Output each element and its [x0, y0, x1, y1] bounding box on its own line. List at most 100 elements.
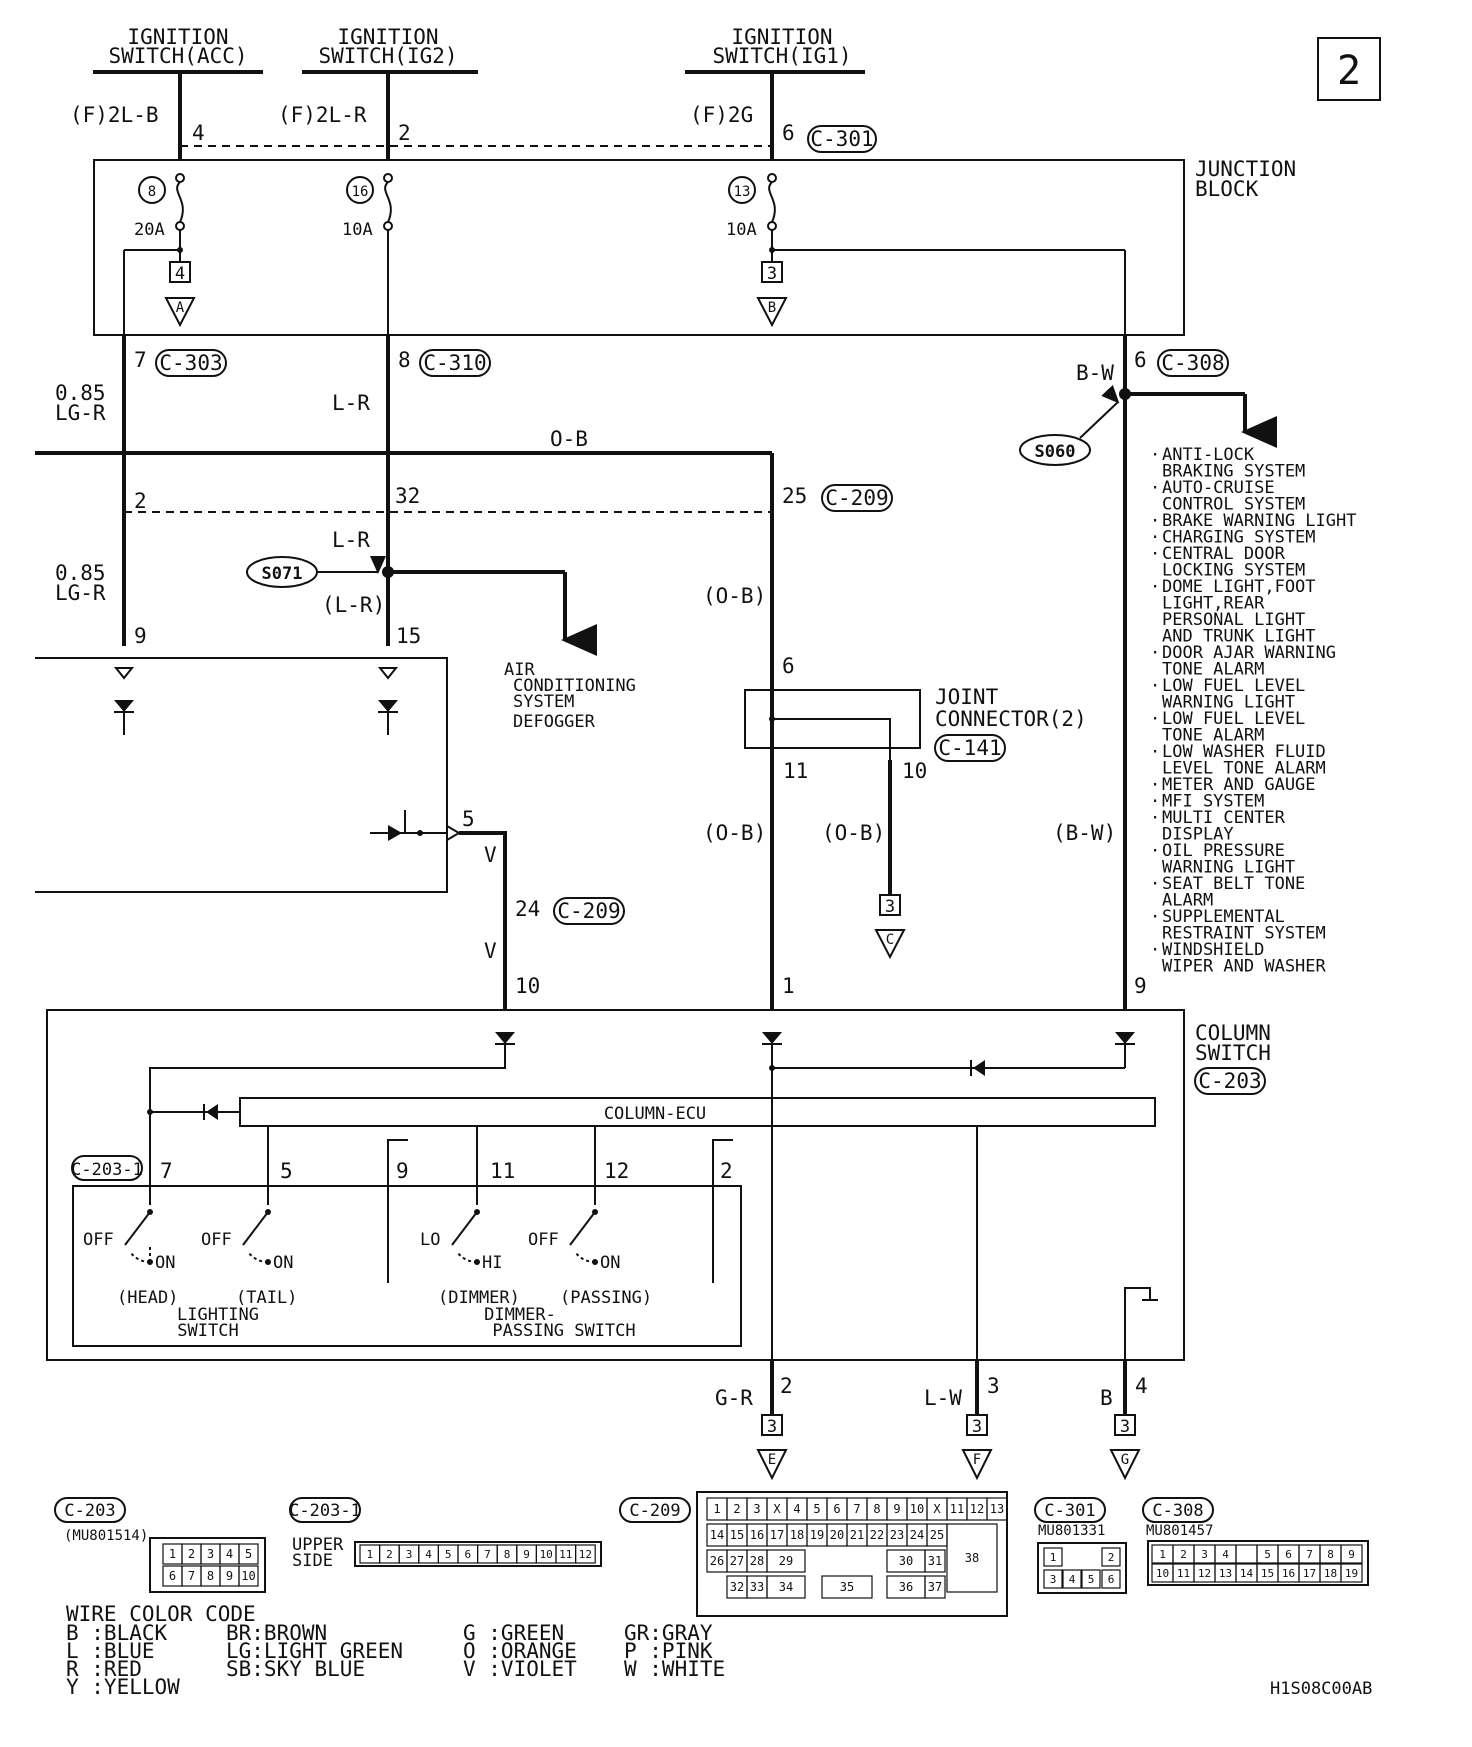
svg-text:W :WHITE: W :WHITE: [624, 1657, 725, 1681]
svg-text:(DIMMER): (DIMMER): [438, 1288, 520, 1308]
system-item: AND TRUNK LIGHT: [1162, 627, 1316, 647]
system-item: TONE ALARM: [1162, 726, 1264, 746]
system-item: WARNING LIGHT: [1162, 693, 1295, 713]
splice-s060: S060: [1019, 384, 1120, 466]
svg-text:E: E: [768, 1452, 776, 1468]
pin-number: 32: [730, 1580, 744, 1594]
svg-text:C-209: C-209: [629, 1501, 680, 1521]
system-item: LOW WASHER FLUID: [1162, 742, 1326, 762]
svg-text:C-203: C-203: [1198, 1069, 1261, 1093]
svg-text:SYSTEM: SYSTEM: [513, 692, 574, 712]
bullet: ·: [1150, 528, 1160, 548]
pin-number: 6: [464, 1548, 471, 1561]
bullet: ·: [1150, 676, 1160, 696]
svg-text:SWITCH: SWITCH: [177, 1321, 238, 1341]
svg-text:15: 15: [396, 624, 421, 648]
pin-number: 4: [226, 1547, 233, 1561]
pin-number: 1: [169, 1547, 176, 1561]
junction-block: JUNCTION BLOCK 8 20A 4 A 16 10A 13 10A: [93, 157, 1296, 336]
pin-number: 13: [990, 1502, 1004, 1516]
pin-number: 16: [1282, 1567, 1295, 1580]
pin-number: 1: [1050, 1551, 1057, 1564]
svg-text:O :ORANGE: O :ORANGE: [463, 1639, 577, 1663]
pin-number: 3: [406, 1548, 413, 1561]
svg-text:C-209: C-209: [557, 899, 620, 923]
pin-number: 33: [750, 1580, 764, 1594]
pin-number: 26: [710, 1554, 724, 1568]
svg-text:8: 8: [398, 348, 411, 372]
svg-text:LO: LO: [420, 1230, 440, 1250]
svg-text:C-301: C-301: [1044, 1501, 1095, 1521]
svg-text:C-203: C-203: [64, 1501, 115, 1521]
svg-text:3: 3: [1120, 1417, 1130, 1437]
system-item: ALARM: [1162, 891, 1213, 911]
pin-label: 2: [398, 121, 411, 145]
pin-number: 10: [540, 1548, 553, 1561]
pin-number: 5: [1264, 1548, 1271, 1561]
system-item: OIL PRESSURE: [1162, 841, 1285, 861]
svg-text:10: 10: [515, 974, 540, 998]
svg-text:L-R: L-R: [332, 528, 370, 552]
svg-text:R :RED: R :RED: [66, 1657, 142, 1681]
svg-text:COLUMN: COLUMN: [1195, 1021, 1271, 1045]
pin-number: 2: [188, 1547, 195, 1561]
svg-text:25: 25: [782, 484, 807, 508]
pin-number: 1: [1159, 1548, 1166, 1561]
svg-text:(PASSING): (PASSING): [560, 1288, 652, 1308]
svg-text:HI: HI: [482, 1253, 502, 1273]
bullet: ·: [1150, 511, 1160, 531]
svg-text:PASSING SWITCH: PASSING SWITCH: [492, 1321, 635, 1341]
output-f: L-W 3 3 F: [924, 1360, 1000, 1481]
svg-text:O-B: O-B: [550, 427, 588, 451]
pin-number: 2: [386, 1548, 393, 1561]
pin-number: 6: [1285, 1548, 1292, 1561]
pin-number: 3: [1201, 1548, 1208, 1561]
svg-text:(HEAD): (HEAD): [117, 1288, 178, 1308]
pin-number: 5: [445, 1548, 452, 1561]
bullet: ·: [1150, 742, 1160, 762]
wire-color-legend: WIRE COLOR CODE B :BLACK L :BLUE R :RED …: [66, 1602, 725, 1699]
ac-system-list: AIR CONDITIONING SYSTEM DEFOGGER: [504, 660, 636, 732]
svg-text:10A: 10A: [726, 220, 757, 240]
pin-label: 6: [782, 121, 795, 145]
pin-number: X: [773, 1502, 781, 1516]
bullet: ·: [1150, 907, 1160, 927]
pin-number: 14: [710, 1528, 724, 1542]
pin-number: 34: [779, 1580, 793, 1594]
pin-number: 12: [1198, 1567, 1211, 1580]
svg-text:C-310: C-310: [423, 351, 486, 375]
jb-output-c308: 6 C-308 B-W: [1076, 335, 1277, 1010]
svg-text:(O-B): (O-B): [703, 821, 766, 845]
svg-text:DIMMER-: DIMMER-: [484, 1305, 556, 1325]
system-item: PERSONAL LIGHT: [1162, 610, 1305, 630]
svg-text:9: 9: [396, 1159, 409, 1183]
system-item: BRAKE WARNING LIGHT: [1162, 511, 1356, 531]
svg-text:7: 7: [134, 348, 147, 372]
svg-text:LIGHTING: LIGHTING: [177, 1305, 259, 1325]
svg-text:C-141: C-141: [938, 736, 1001, 760]
svg-text:S071: S071: [262, 564, 303, 584]
bullet: ·: [1150, 808, 1160, 828]
svg-text:A: A: [176, 300, 185, 316]
svg-text:IGNITION: IGNITION: [731, 25, 832, 49]
jb-output-c310: 8 C-310 L-R: [332, 335, 491, 646]
svg-text:JUNCTION: JUNCTION: [1195, 157, 1296, 181]
svg-text:(B-W): (B-W): [1053, 821, 1116, 845]
bullet: ·: [1150, 643, 1160, 663]
pin-number: 18: [790, 1528, 804, 1542]
svg-text:9: 9: [134, 624, 147, 648]
svg-text:MU801331: MU801331: [1038, 1523, 1105, 1539]
bullet: ·: [1150, 577, 1160, 597]
pin-number: 9: [226, 1569, 233, 1583]
svg-text:CONNECTOR(2): CONNECTOR(2): [935, 707, 1087, 731]
svg-text:(L-R): (L-R): [322, 593, 385, 617]
pin-number: 10: [1156, 1567, 1169, 1580]
svg-text:8: 8: [148, 184, 156, 200]
svg-text:MU801457: MU801457: [1146, 1523, 1213, 1539]
system-item: MFI SYSTEM: [1162, 792, 1264, 812]
pin-number: 15: [1261, 1567, 1274, 1580]
svg-text:WIRE COLOR CODE: WIRE COLOR CODE: [66, 1602, 256, 1626]
bullet: ·: [1150, 544, 1160, 564]
pin-number: 5: [813, 1502, 820, 1516]
svg-text:3: 3: [885, 897, 895, 917]
